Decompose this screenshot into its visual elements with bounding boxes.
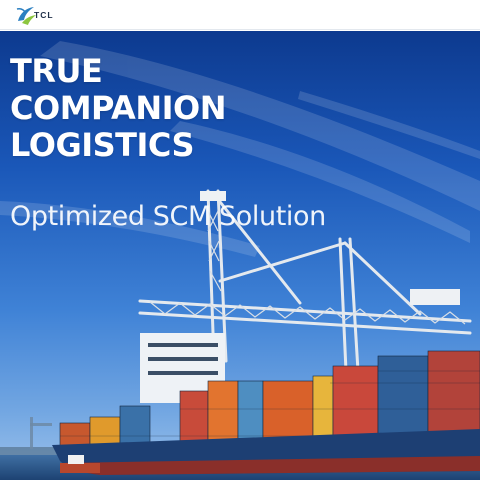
headline-line: LOGISTICS: [10, 126, 195, 164]
headline-line: COMPANION: [10, 89, 226, 127]
hero-banner: TRUE COMPANION LOGISTICS Optimized SCM S…: [0, 31, 480, 480]
logo-text: TCL: [34, 10, 54, 20]
logo-mark-icon: [16, 7, 36, 25]
headline-line: TRUE: [10, 52, 103, 90]
hero-tagline: Optimized SCM Solution: [10, 201, 326, 232]
hero-headline: TRUE COMPANION LOGISTICS: [10, 53, 310, 164]
site-header: TCL: [0, 0, 480, 30]
port-cargo-ship-image: [0, 41, 480, 480]
company-logo[interactable]: TCL: [14, 3, 74, 27]
